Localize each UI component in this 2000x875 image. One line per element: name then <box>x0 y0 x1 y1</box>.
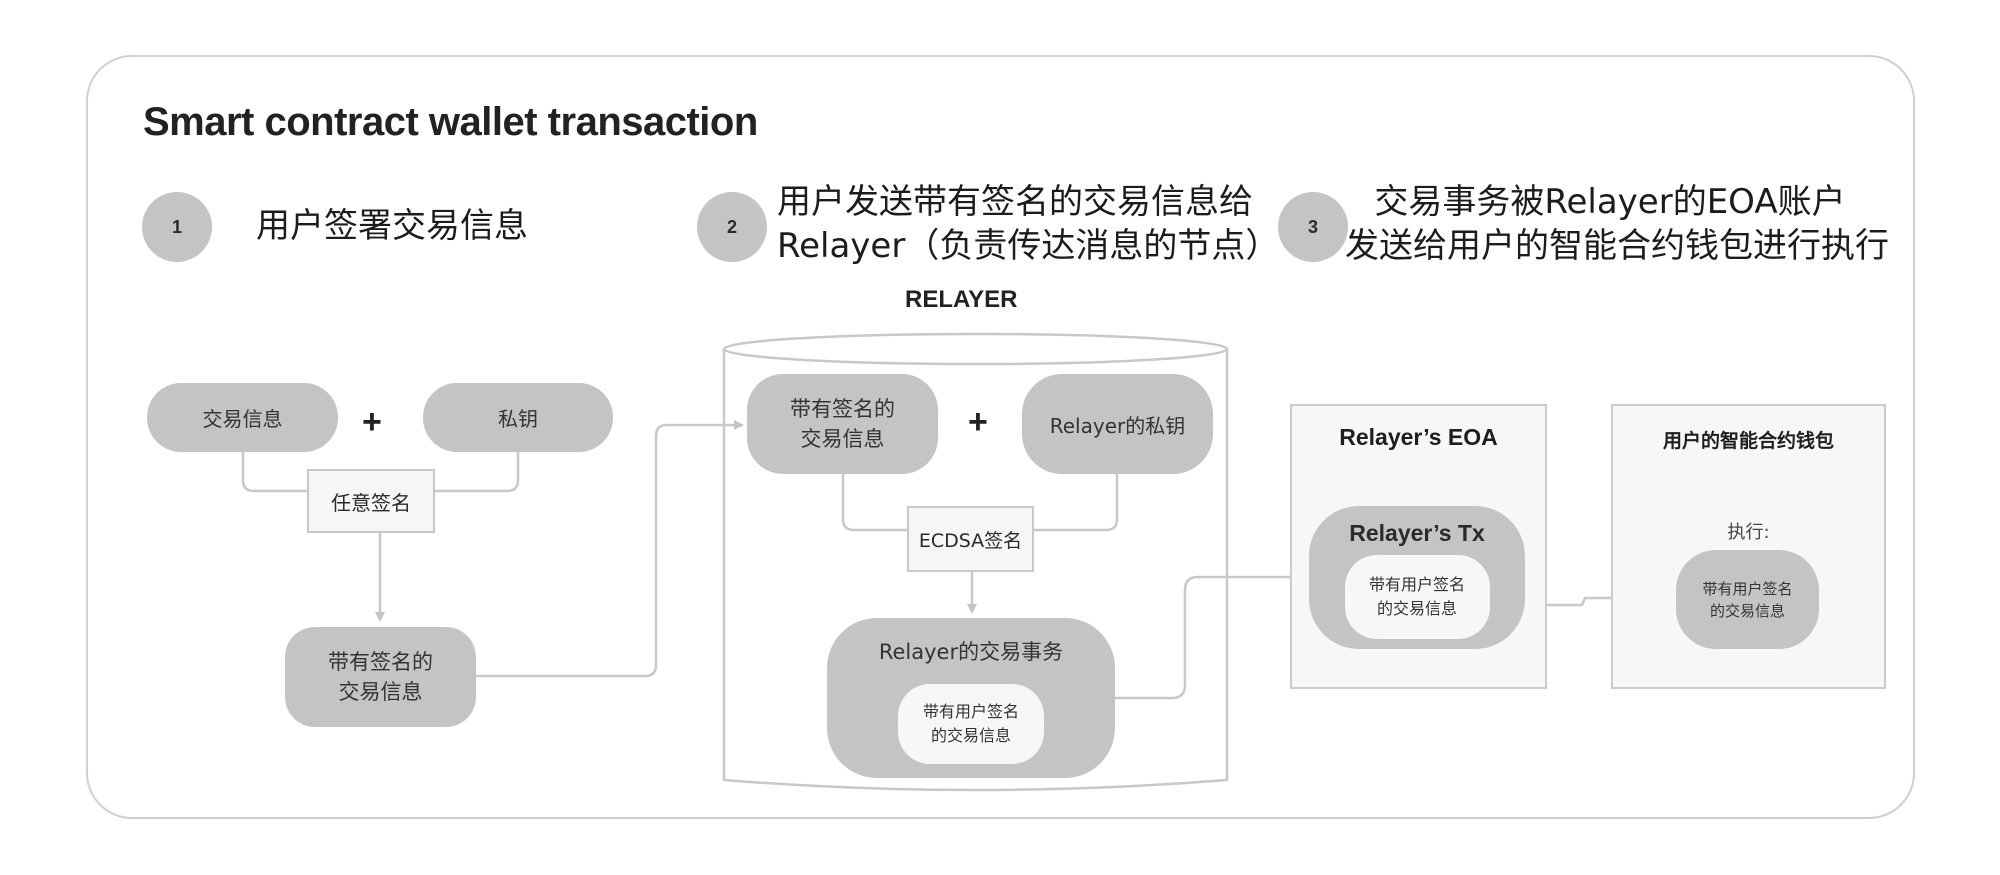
tx-info-node: 交易信息 <box>147 383 338 452</box>
wallet-title: 用户的智能合约钱包 <box>1662 430 1834 452</box>
step-1-label: 用户签署交易信息 <box>256 204 528 248</box>
diagram-title: Smart contract wallet transaction <box>143 100 758 144</box>
step-3-label: 交易事务被Relayer的EOA账户 发送给用户的智能合约钱包进行执行 <box>1345 180 1889 268</box>
wallet-payload-line-1: 带有用户签名 <box>1702 579 1793 598</box>
eoa-tx-title: Relayer’s Tx <box>1349 520 1485 546</box>
step-3-line-1: 交易事务被Relayer的EOA账户 <box>1374 182 1846 222</box>
relayer-signed-tx-line-1: 带有签名的 <box>790 397 895 421</box>
step-2-line-2: Relayer（负责传达消息的节点） <box>777 226 1280 266</box>
relayer-tx-title: Relayer的交易事务 <box>878 640 1064 664</box>
relayer-signed-tx-line-2: 交易信息 <box>800 427 885 451</box>
connector-relayer-key-to-sign <box>1033 474 1119 532</box>
sign-label: 任意签名 <box>331 490 411 515</box>
wallet-exec-label: 执行: <box>1727 522 1770 543</box>
signed-tx-line-2: 交易信息 <box>338 680 423 704</box>
private-key-node: 私钥 <box>423 383 613 452</box>
relayer-label: RELAYER <box>905 286 1018 313</box>
step-3-badge: 3 <box>1278 192 1348 262</box>
step-1-line-1: 用户签署交易信息 <box>256 206 528 246</box>
relayer-private-key-label: Relayer的私钥 <box>1049 413 1186 438</box>
ecdsa-sign-box: ECDSA签名 <box>907 506 1034 572</box>
sign-box: 任意签名 <box>307 469 435 533</box>
eoa-tx-payload: 带有用户签名 的交易信息 <box>1344 555 1490 639</box>
eoa-title: Relayer’s EOA <box>1339 424 1498 450</box>
step-2-badge: 2 <box>697 192 767 262</box>
eoa-payload-line-2: 的交易信息 <box>1376 599 1457 618</box>
relayer-private-key-node: Relayer的私钥 <box>1022 374 1213 474</box>
connector-key-to-sign <box>435 452 520 493</box>
step-1-number: 1 <box>171 216 182 237</box>
step-3-number: 3 <box>1307 216 1318 237</box>
connector-signed-to-relayer <box>476 420 744 678</box>
connector-tx-to-sign <box>241 452 307 493</box>
signed-tx-line-1: 带有签名的 <box>328 650 433 674</box>
step-2-number: 2 <box>726 216 737 237</box>
relayer-payload-line-2: 的交易信息 <box>930 726 1011 745</box>
plus-sign: + <box>362 403 382 441</box>
tx-info-label: 交易信息 <box>202 407 283 431</box>
wallet-payload-line-2: 的交易信息 <box>1709 601 1785 620</box>
eoa-payload-line-1: 带有用户签名 <box>1368 575 1465 594</box>
relayer-payload-line-1: 带有用户签名 <box>922 702 1019 721</box>
step-2-line-1: 用户发送带有签名的交易信息给 <box>777 182 1253 222</box>
connector-relayer-tx-to-sign <box>841 474 908 532</box>
wallet-exec-payload: 带有用户签名 的交易信息 <box>1676 550 1819 649</box>
step-3-line-2: 发送给用户的智能合约钱包进行执行 <box>1345 226 1889 266</box>
private-key-label: 私钥 <box>498 407 538 431</box>
ecdsa-sign-label: ECDSA签名 <box>918 529 1023 552</box>
step-1-badge: 1 <box>142 192 212 262</box>
relayer-tx-node: Relayer的交易事务 带有用户签名 的交易信息 <box>827 618 1115 778</box>
relayer-cylinder <box>722 332 1229 792</box>
step-2-label: 用户发送带有签名的交易信息给 Relayer（负责传达消息的节点） <box>777 180 1280 268</box>
relayer-signed-tx-node: 带有签名的 交易信息 <box>747 374 938 474</box>
signed-tx-node: 带有签名的 交易信息 <box>285 627 476 727</box>
eoa-tx-node: Relayer’s Tx 带有用户签名 的交易信息 <box>1309 506 1525 649</box>
relayer-plus-sign: + <box>968 403 988 441</box>
connector-relayer-to-eoa <box>1115 572 1308 700</box>
relayer-tx-payload: 带有用户签名 的交易信息 <box>898 684 1044 764</box>
